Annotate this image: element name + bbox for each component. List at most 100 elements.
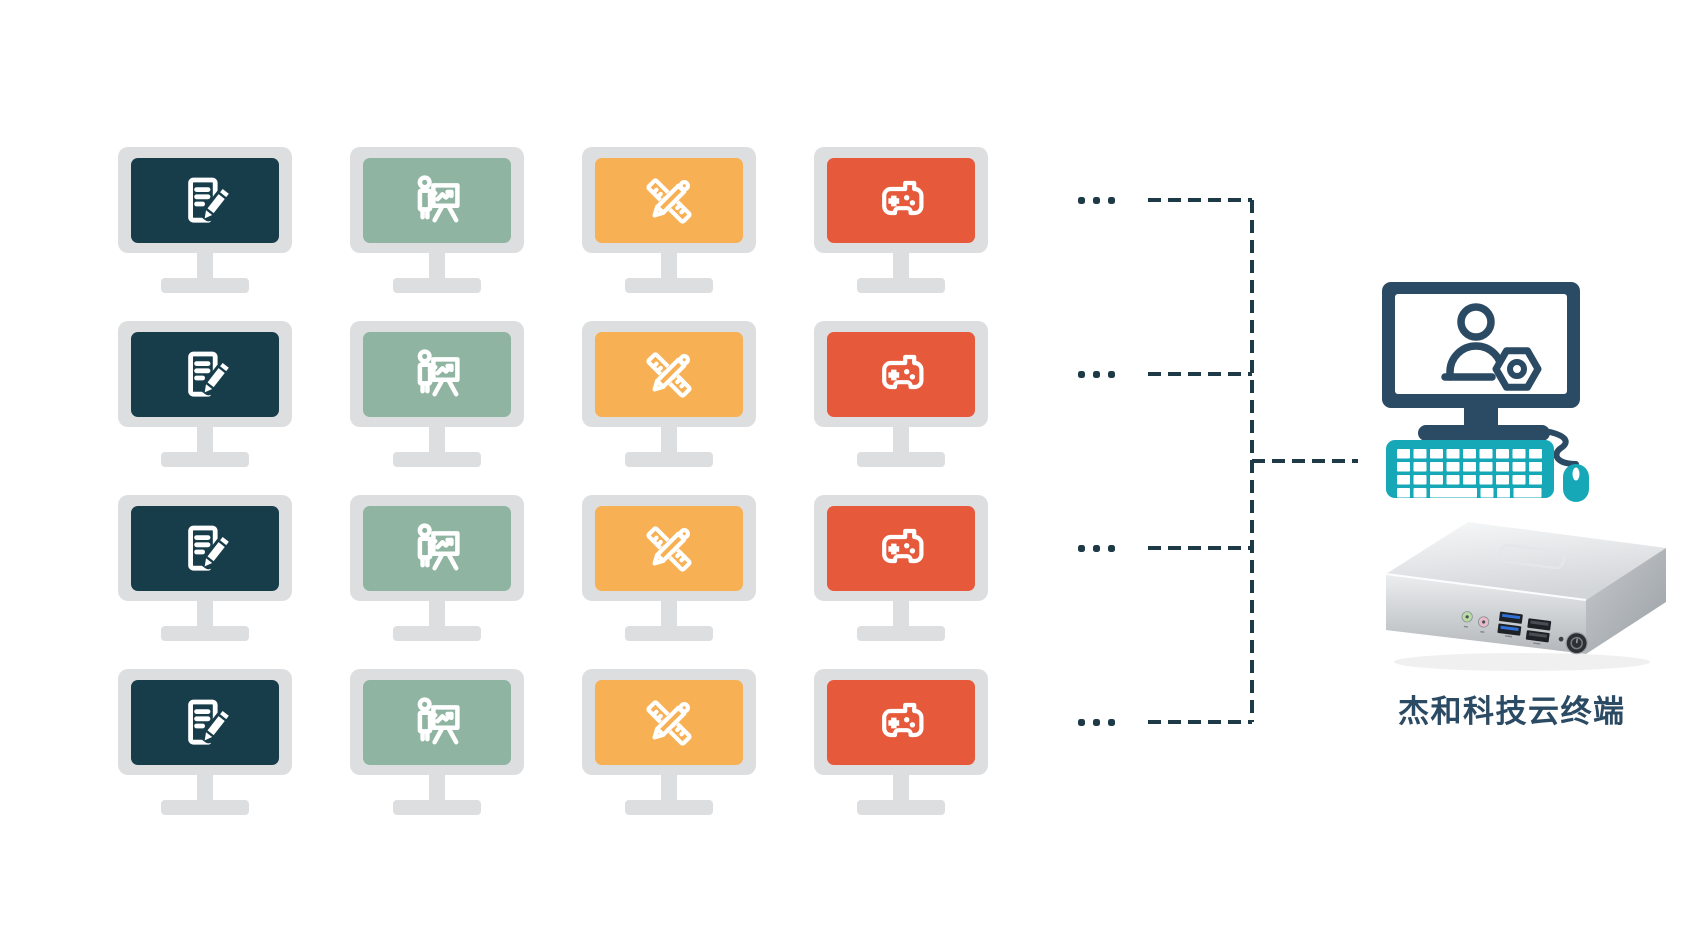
monitor-stand-neck xyxy=(429,775,445,802)
monitor-screen xyxy=(595,332,743,417)
monitor-presentation xyxy=(350,669,524,815)
monitor-gaming xyxy=(814,147,988,293)
ellipsis-dot xyxy=(1078,544,1085,552)
user-gear-icon xyxy=(1441,303,1542,391)
monitor-gaming xyxy=(814,495,988,641)
monitor-stand-neck xyxy=(661,253,677,280)
monitor-design xyxy=(582,669,756,815)
mini-pc-device xyxy=(1385,522,1666,671)
monitor-frame xyxy=(118,669,292,775)
monitor-stand-neck xyxy=(661,601,677,628)
monitor-office xyxy=(118,495,292,641)
monitor-frame xyxy=(118,147,292,253)
monitor-frame xyxy=(582,495,756,601)
monitor-screen xyxy=(131,680,279,765)
row-ellipsis xyxy=(1078,544,1115,552)
monitor-stand-base xyxy=(625,452,713,467)
monitor-design xyxy=(582,495,756,641)
monitor-screen xyxy=(131,332,279,417)
monitor-frame xyxy=(582,147,756,253)
mini-pc-top xyxy=(1386,522,1666,600)
gamepad-icon xyxy=(871,519,931,579)
monitor-screen xyxy=(595,680,743,765)
monitor-stand-neck xyxy=(197,427,213,454)
ellipsis-dot xyxy=(1078,718,1085,726)
ellipsis-dot xyxy=(1108,544,1115,552)
monitor-stand-neck xyxy=(893,775,909,802)
monitor-stand-neck xyxy=(429,601,445,628)
monitor-screen xyxy=(827,680,975,765)
presentation-chart-icon xyxy=(407,519,467,579)
monitor-frame xyxy=(350,321,524,427)
ellipsis-dot xyxy=(1108,370,1115,378)
gamepad-icon xyxy=(871,171,931,231)
ellipsis-dot xyxy=(1093,544,1100,552)
monitor-frame xyxy=(582,669,756,775)
ellipsis-dot xyxy=(1108,718,1115,726)
ellipsis-dot xyxy=(1093,718,1100,726)
monitor-stand-base xyxy=(161,452,249,467)
monitor-office xyxy=(118,147,292,293)
monitor-stand-base xyxy=(857,800,945,815)
monitor-presentation xyxy=(350,495,524,641)
monitor-frame xyxy=(118,495,292,601)
monitor-stand-base xyxy=(161,278,249,293)
monitor-stand-neck xyxy=(197,775,213,802)
presentation-chart-icon xyxy=(407,345,467,405)
monitor-frame xyxy=(350,669,524,775)
ellipsis-dot xyxy=(1093,196,1100,204)
ruler-pencil-icon xyxy=(639,519,699,579)
monitor-stand-base xyxy=(161,626,249,641)
ellipsis-dot xyxy=(1078,196,1085,204)
monitor-frame xyxy=(814,669,988,775)
monitor-stand-base xyxy=(161,800,249,815)
monitor-stand-neck xyxy=(197,601,213,628)
document-edit-icon xyxy=(175,171,235,231)
monitor-gaming xyxy=(814,321,988,467)
usb-ports xyxy=(1497,611,1552,645)
mouse-cable xyxy=(1547,429,1579,467)
row-ellipsis xyxy=(1078,196,1115,204)
mini-pc-side xyxy=(1586,548,1666,654)
gamepad-icon xyxy=(871,345,931,405)
monitor-stand-base xyxy=(393,278,481,293)
monitor-screen xyxy=(363,158,511,243)
monitor-design xyxy=(582,321,756,467)
monitor-stand-base xyxy=(857,452,945,467)
monitor-office xyxy=(118,669,292,815)
monitor-screen xyxy=(595,158,743,243)
monitor-frame xyxy=(350,147,524,253)
monitor-stand-base xyxy=(393,626,481,641)
monitor-stand-base xyxy=(857,626,945,641)
ellipsis-dot xyxy=(1078,370,1085,378)
terminal-label: 杰和科技云终端 xyxy=(1398,694,1626,729)
document-edit-icon xyxy=(175,693,235,753)
monitor-stand-neck xyxy=(197,253,213,280)
monitor-stand-base xyxy=(393,452,481,467)
monitor-screen xyxy=(595,506,743,591)
monitor-stand-base xyxy=(625,800,713,815)
monitor-frame xyxy=(814,321,988,427)
monitor-frame xyxy=(814,495,988,601)
front-ports xyxy=(1461,611,1588,655)
monitor-frame xyxy=(814,147,988,253)
monitor-stand-neck xyxy=(429,427,445,454)
ruler-pencil-icon xyxy=(639,171,699,231)
monitor-stand-base xyxy=(393,800,481,815)
ruler-pencil-icon xyxy=(639,693,699,753)
monitor-screen xyxy=(363,332,511,417)
monitor-screen xyxy=(131,506,279,591)
monitor-screen xyxy=(827,158,975,243)
monitor-frame xyxy=(350,495,524,601)
document-edit-icon xyxy=(175,519,235,579)
monitor-frame xyxy=(118,321,292,427)
row-ellipsis xyxy=(1078,718,1115,726)
monitor-design xyxy=(582,147,756,293)
monitor-screen xyxy=(363,506,511,591)
monitor-stand-neck xyxy=(661,775,677,802)
document-edit-icon xyxy=(175,345,235,405)
ruler-pencil-icon xyxy=(639,345,699,405)
monitor-screen xyxy=(827,332,975,417)
monitor-frame xyxy=(582,321,756,427)
monitor-stand-base xyxy=(625,278,713,293)
